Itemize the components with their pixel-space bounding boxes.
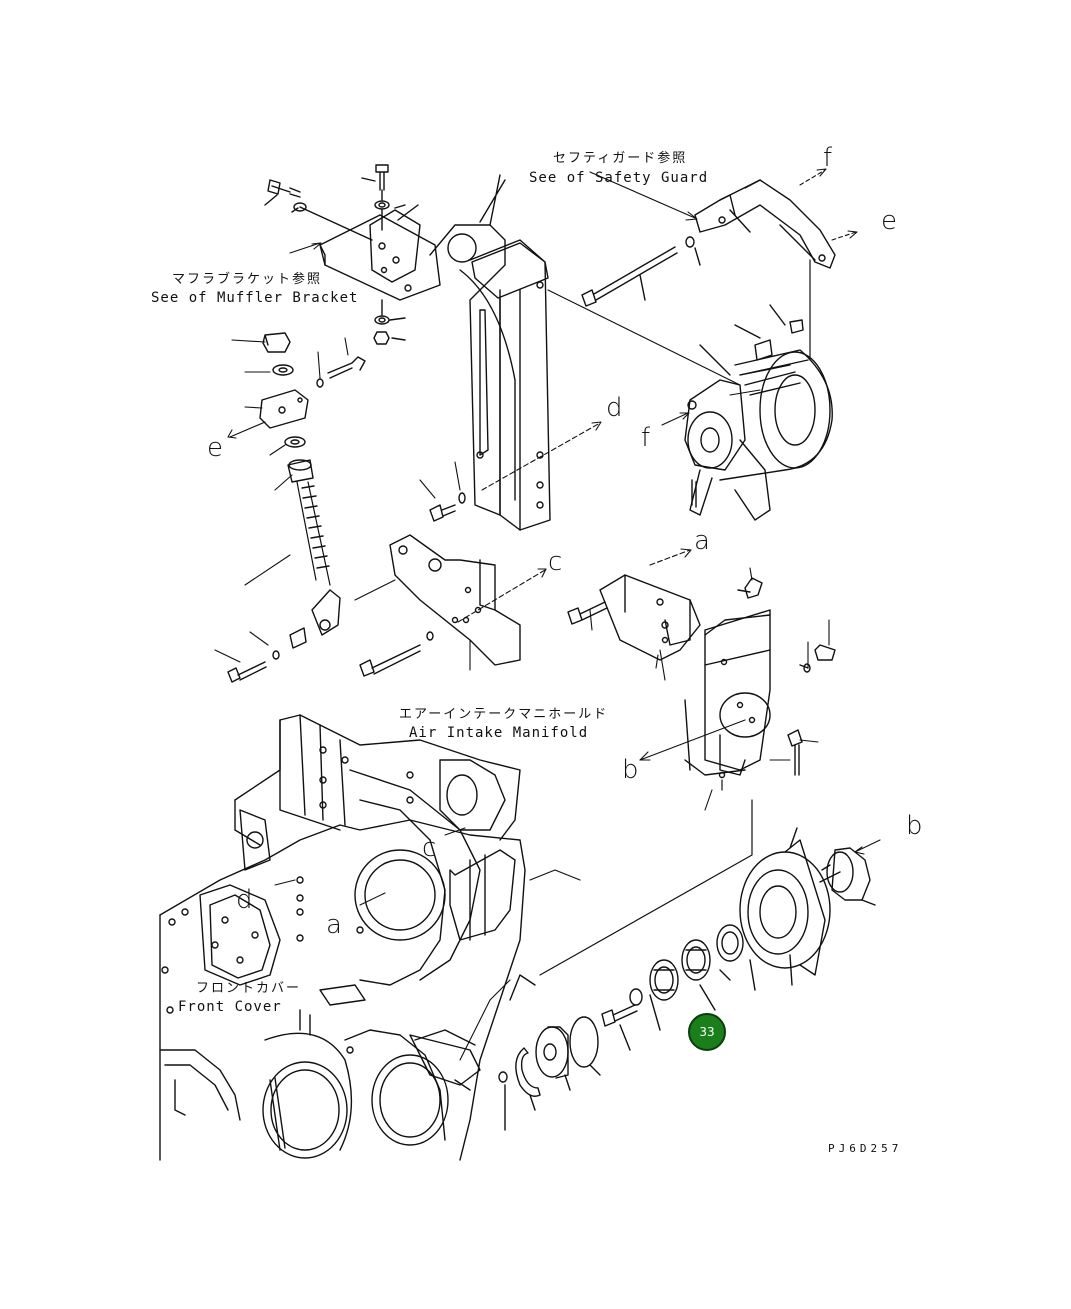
air-intake-label-en: Air Intake Manifold [409,725,589,741]
alternator [684,304,833,521]
idler-pulley-assembly [498,827,876,1131]
muffler-bracket-label-en: See of Muffler Bracket [151,290,359,306]
front-cover-engine-block [159,714,526,1161]
tensioner-bracket [539,574,836,976]
ref-letter-e-left: e [207,433,223,463]
front-cover-label-jp: フロントカバー [196,981,302,996]
ref-letter-a-upper: a [694,526,710,556]
drawing-code: PJ6D257 [828,1142,903,1155]
ref-letter-e-right: e [881,206,897,236]
ref-letter-f-mid: f [641,423,651,453]
ref-letter-c-upper: c [548,547,563,577]
ref-letter-a-lower: a [326,910,342,940]
ref-letter-f-top: f [823,143,833,173]
ref-letter-d-lower: d [236,885,253,915]
bolt-set-top-left [264,164,419,345]
muffler-bracket-label-jp: マフラブラケット参照 [172,272,323,287]
ref-letter-b-mid: b [622,755,639,785]
safety-guard-label-jp: セフティガード参照 [553,151,688,166]
ref-letter-c-lower: c [422,833,437,863]
ref-letter-b-right: b [906,811,923,841]
safety-guard-label-en: See of Safety Guard [529,170,709,186]
hardware-left-cluster [227,332,466,683]
front-cover-label-en: Front Cover [178,999,282,1015]
leader-lines [214,168,881,1061]
air-intake-label-jp: エアーインテークマニホールド [399,707,609,722]
safety-guard-cover [694,179,836,376]
alternator-mount-bracket [429,174,551,531]
muffler-bracket-plate [319,209,441,301]
ref-letter-d-upper: d [606,393,623,423]
adjusting-bracket [389,534,521,666]
long-through-bolt [581,236,701,307]
part-callout-badge[interactable]: 33 [688,1013,726,1051]
